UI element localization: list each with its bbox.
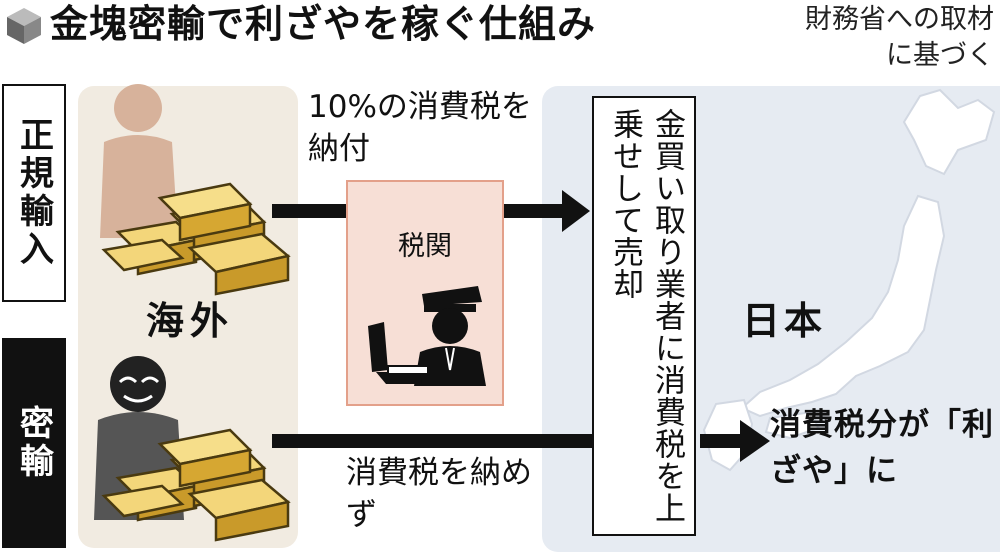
smuggling-label: 密輸 <box>2 338 66 548</box>
customs-label: 税関 <box>398 231 452 262</box>
gold-bars-icon <box>101 428 291 542</box>
person-icon <box>100 84 178 238</box>
regular-import-label: 正規輸入 <box>2 84 66 302</box>
gold-bars-icon <box>101 182 291 296</box>
japan-label: 日本 <box>742 299 827 343</box>
customs-officer-icon <box>368 286 486 386</box>
tax-paid-text: 10%の消費税を納付 <box>308 89 532 167</box>
source-note: 財務省への取材に基づく <box>805 4 994 71</box>
page-title: 金塊密輸で利ざやを稼ぐ仕組み <box>50 2 597 46</box>
overseas-label: 海外 <box>145 299 234 343</box>
dealer-box: 金買い取り業者に消費税を上乗せして売却 <box>592 96 696 536</box>
tax-not-paid-text: 消費税を納めず <box>346 455 532 533</box>
result-text: 消費税分が「利ざや」に <box>770 407 994 489</box>
cube-icon <box>7 8 41 44</box>
customs-box: 税関 <box>346 180 504 406</box>
arrow-right-icon <box>700 420 770 462</box>
arrow-right-icon <box>272 434 592 448</box>
